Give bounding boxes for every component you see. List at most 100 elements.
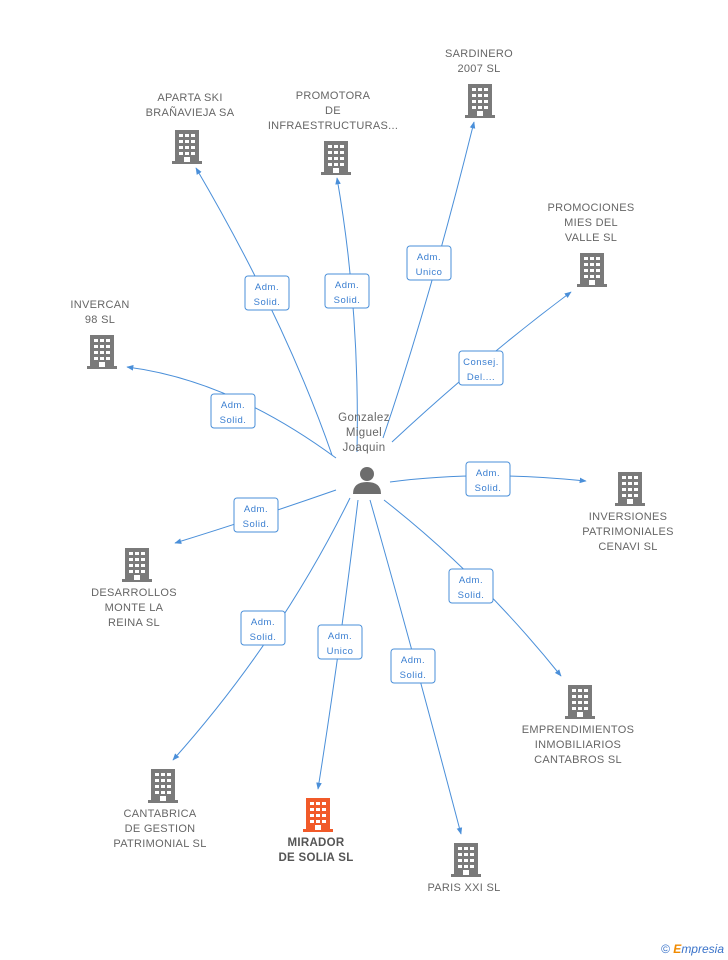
building-icon bbox=[321, 141, 351, 175]
company-label: CANTABROS SL bbox=[534, 754, 622, 766]
role-badge-text: Solid. bbox=[400, 670, 427, 681]
role-badge-text: Adm. bbox=[459, 575, 483, 586]
person-name: Joaquin bbox=[342, 442, 385, 454]
role-badge[interactable]: Adm.Solid. bbox=[233, 497, 279, 533]
company-label: BRAÑAVIEJA SA bbox=[146, 106, 235, 119]
company-label: INVERCAN bbox=[70, 299, 129, 311]
company-node-promociones[interactable]: PROMOCIONES MIES DEL VALLE SL bbox=[547, 202, 634, 287]
role-badge-text: Unico bbox=[327, 646, 354, 657]
company-label: PROMOTORA bbox=[296, 90, 371, 102]
edge-paris: Adm. Solid. bbox=[369, 499, 463, 835]
company-label: 98 SL bbox=[85, 314, 115, 326]
company-node-desarrollos[interactable]: DESARROLLOS MONTE LA REINA SL bbox=[91, 548, 177, 629]
company-label: 2007 SL bbox=[457, 63, 500, 75]
role-badge-frame bbox=[233, 497, 279, 533]
edge-emprendimientos: Adm. Solid. bbox=[383, 499, 562, 677]
role-badge-text: Solid. bbox=[243, 519, 270, 530]
empresia-watermark[interactable]: © Empresia bbox=[661, 942, 724, 956]
company-label: CENAVI SL bbox=[598, 541, 657, 553]
role-badge-frame bbox=[324, 273, 370, 309]
company-label: PATRIMONIAL SL bbox=[113, 838, 206, 850]
edge-line bbox=[382, 121, 476, 439]
edge-promotora: Adm.Solid. bbox=[324, 177, 370, 453]
role-badge-frame bbox=[244, 275, 290, 311]
person-icon bbox=[353, 467, 381, 494]
company-label: MIES DEL bbox=[564, 217, 618, 229]
role-badge-frame bbox=[317, 624, 363, 660]
building-icon bbox=[465, 84, 495, 118]
company-node-inversiones[interactable]: INVERSIONES PATRIMONIALES CENAVI SL bbox=[582, 472, 674, 553]
company-label: SARDINERO bbox=[445, 48, 513, 60]
company-label: APARTA SKI bbox=[157, 92, 222, 104]
role-badge[interactable]: Adm.Solid. bbox=[240, 610, 286, 646]
company-label: PROMOCIONES bbox=[547, 202, 634, 214]
company-label: EMPRENDIMIENTOS bbox=[522, 724, 634, 736]
role-badge-text: Adm. bbox=[221, 400, 245, 411]
building-icon bbox=[565, 685, 595, 719]
company-node-aparta[interactable]: APARTA SKI BRAÑAVIEJA SA bbox=[146, 92, 235, 164]
brand-rest: mpresia bbox=[681, 942, 724, 956]
role-badge[interactable]: Adm. Solid. bbox=[390, 648, 436, 684]
building-icon bbox=[577, 253, 607, 287]
role-badge-text: Solid. bbox=[254, 297, 281, 308]
company-node-sardinero[interactable]: SARDINERO 2007 SL bbox=[445, 48, 513, 118]
role-badge[interactable]: Adm. Unico bbox=[406, 245, 452, 281]
company-label: DESARROLLOS bbox=[91, 587, 177, 599]
role-badge-text: Del.... bbox=[467, 372, 495, 383]
role-badge-text: Solid. bbox=[475, 483, 502, 494]
building-icon bbox=[303, 798, 333, 832]
role-badge-text: Adm. bbox=[328, 631, 352, 642]
edges-layer: Adm.Solid.Adm.Solid.Adm.UnicoConsej.Del.… bbox=[126, 121, 587, 835]
role-badge[interactable]: Adm. Unico bbox=[317, 624, 363, 660]
company-label: CANTABRICA bbox=[123, 808, 196, 820]
role-badge-frame bbox=[210, 393, 256, 429]
edge-sardinero: Adm. Unico bbox=[382, 121, 476, 439]
company-node-promotora[interactable]: PROMOTORADEINFRAESTRUCTURAS... bbox=[268, 90, 398, 175]
company-label: VALLE SL bbox=[565, 232, 617, 244]
role-badge-text: Unico bbox=[416, 267, 443, 278]
role-badge-text: Adm. bbox=[401, 655, 425, 666]
edge-invercan: Adm.Solid. bbox=[126, 365, 337, 459]
building-icon bbox=[615, 472, 645, 506]
role-badge-text: Adm. bbox=[335, 280, 359, 291]
edge-inversiones: Adm.Solid. bbox=[389, 461, 587, 497]
edge-aparta: Adm. Solid. bbox=[195, 167, 333, 456]
role-badge-text: Adm. bbox=[417, 252, 441, 263]
role-badge[interactable]: Adm. Solid. bbox=[244, 275, 290, 311]
role-badge-text: Adm. bbox=[255, 282, 279, 293]
building-icon bbox=[122, 548, 152, 582]
role-badge[interactable]: Adm.Solid. bbox=[465, 461, 511, 497]
company-label: DE SOLIA SL bbox=[278, 852, 353, 864]
role-badge[interactable]: Consej. Del.... bbox=[458, 350, 504, 386]
edge-desarrollos: Adm.Solid. bbox=[174, 489, 337, 544]
company-label: REINA SL bbox=[108, 617, 160, 629]
role-badge-text: Solid. bbox=[250, 632, 277, 643]
building-icon bbox=[172, 130, 202, 164]
role-badge[interactable]: Adm.Solid. bbox=[324, 273, 370, 309]
company-label: DE bbox=[325, 105, 341, 117]
person-name: Miguel bbox=[346, 427, 382, 439]
company-label: PATRIMONIALES bbox=[582, 526, 674, 538]
building-icon bbox=[148, 769, 178, 803]
role-badge[interactable]: Adm. Solid. bbox=[448, 568, 494, 604]
role-badge-text: Solid. bbox=[458, 590, 485, 601]
company-label: PARIS XXI SL bbox=[427, 882, 500, 894]
role-badge-frame bbox=[458, 350, 504, 386]
building-icon bbox=[451, 843, 481, 877]
company-node-invercan[interactable]: INVERCAN 98 SL bbox=[70, 299, 129, 369]
role-badge-frame bbox=[240, 610, 286, 646]
company-label: MONTE LA bbox=[105, 602, 164, 614]
company-node-paris[interactable]: PARIS XXI SL bbox=[427, 843, 500, 894]
role-badge-text: Consej. bbox=[463, 357, 499, 368]
role-badge-frame bbox=[465, 461, 511, 497]
role-badge[interactable]: Adm.Solid. bbox=[210, 393, 256, 429]
company-label: MIRADOR bbox=[287, 837, 344, 849]
edge-cantabrica: Adm. Solid. bbox=[172, 497, 351, 761]
company-node-mirador[interactable]: MIRADOR DE SOLIA SL bbox=[278, 798, 353, 864]
company-label: INVERSIONES bbox=[589, 511, 668, 523]
